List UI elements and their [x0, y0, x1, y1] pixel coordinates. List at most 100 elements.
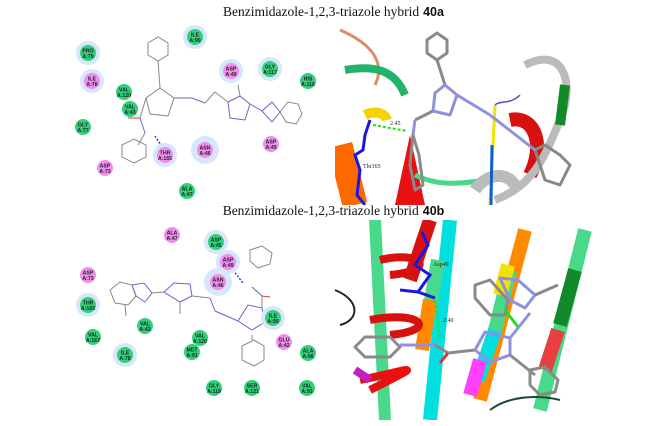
residue-disc	[80, 45, 96, 61]
residue-id: A:47	[166, 236, 177, 242]
residue-name: ASP	[223, 258, 234, 264]
residue-id: A:119	[207, 389, 221, 395]
residue-id: A:49	[225, 72, 236, 78]
residue-id: A:121	[245, 389, 259, 395]
residue-id: A:47	[181, 192, 192, 198]
residue-id: A:73	[82, 276, 93, 282]
residue-disc	[220, 254, 236, 270]
title-text: Benzimidazole-1,2,3-triazole hybrid	[222, 203, 419, 218]
residue-id: A:91	[186, 353, 197, 359]
residue-disc	[265, 310, 281, 326]
asp49-sticks	[399, 231, 436, 300]
residue-disc	[262, 61, 278, 77]
residue-name: GLY	[265, 65, 276, 71]
hydrogen-bond	[372, 124, 408, 132]
residue-name: VAL	[302, 384, 313, 390]
residue-name: ALA	[303, 349, 314, 355]
residue-id: A:73	[99, 169, 110, 175]
residue-id: A:45	[265, 145, 276, 151]
residue-name: PRO	[82, 49, 93, 55]
residue-name: ASN	[213, 278, 224, 284]
thr165-sticks	[353, 119, 372, 205]
residue-disc	[97, 160, 113, 176]
residue-disc	[80, 267, 96, 283]
residue-id: A:79	[82, 54, 93, 60]
residue-name: ILE	[269, 314, 278, 320]
residue-id: A:43	[124, 110, 135, 116]
residue-disc	[117, 347, 133, 363]
residue-id: A:77	[77, 128, 88, 134]
residue-name: GLY	[78, 123, 89, 129]
residue-name: THR	[160, 151, 171, 157]
residue-disc	[192, 330, 208, 346]
ligand-skeleton	[109, 245, 273, 367]
residue-id: A:46	[199, 151, 210, 157]
residue-id: A:49	[222, 263, 233, 269]
residue-name: HIS	[304, 77, 313, 83]
residue-id: A:117	[263, 70, 277, 76]
residue-disc	[299, 380, 315, 396]
residue-disc	[210, 274, 226, 290]
residue-name: GLU	[279, 338, 290, 344]
residue-disc	[206, 380, 222, 396]
residue-id: A:78	[86, 82, 97, 88]
residue-id: A:96	[302, 354, 313, 360]
residue-label: Thr165	[363, 164, 381, 170]
ligand-skeleton	[121, 36, 303, 164]
residue-disc	[300, 345, 316, 361]
residue-disc	[116, 84, 132, 100]
residue-id: A:45	[210, 243, 221, 249]
compound-tag: 40a	[423, 5, 444, 19]
residue-name: ILE	[88, 77, 97, 83]
residue-disc	[263, 136, 279, 152]
residue-disc	[197, 142, 213, 158]
residue-name: ALA	[167, 231, 178, 237]
residue-disc	[179, 183, 195, 199]
residue-label: Asp49	[433, 262, 449, 268]
residue-name: VAL	[119, 88, 130, 94]
residue-disc	[223, 63, 239, 79]
residue-id: A:116	[301, 82, 315, 88]
residue-name: ASP	[266, 140, 277, 146]
residue-id: A:165	[81, 306, 95, 312]
protein-ribbons	[334, 220, 592, 420]
residue-name: ASP	[226, 67, 237, 73]
residue-disc	[137, 318, 153, 334]
distance-label: 2.45	[390, 121, 401, 127]
residue-name: ASP	[83, 271, 94, 277]
residue-disc	[244, 380, 260, 396]
ligand-sticks	[353, 276, 560, 397]
residue-id: A:93	[301, 389, 312, 395]
hydrogen-bond	[434, 299, 441, 339]
hydrogen-bond	[232, 269, 244, 284]
residue-id: A:90	[189, 38, 200, 44]
residue-name: MET	[187, 348, 199, 354]
residue-disc	[80, 297, 96, 313]
protein-ribbons	[335, 28, 571, 205]
residue-name: ILE	[191, 33, 200, 39]
residue-id: A:43	[139, 327, 150, 333]
